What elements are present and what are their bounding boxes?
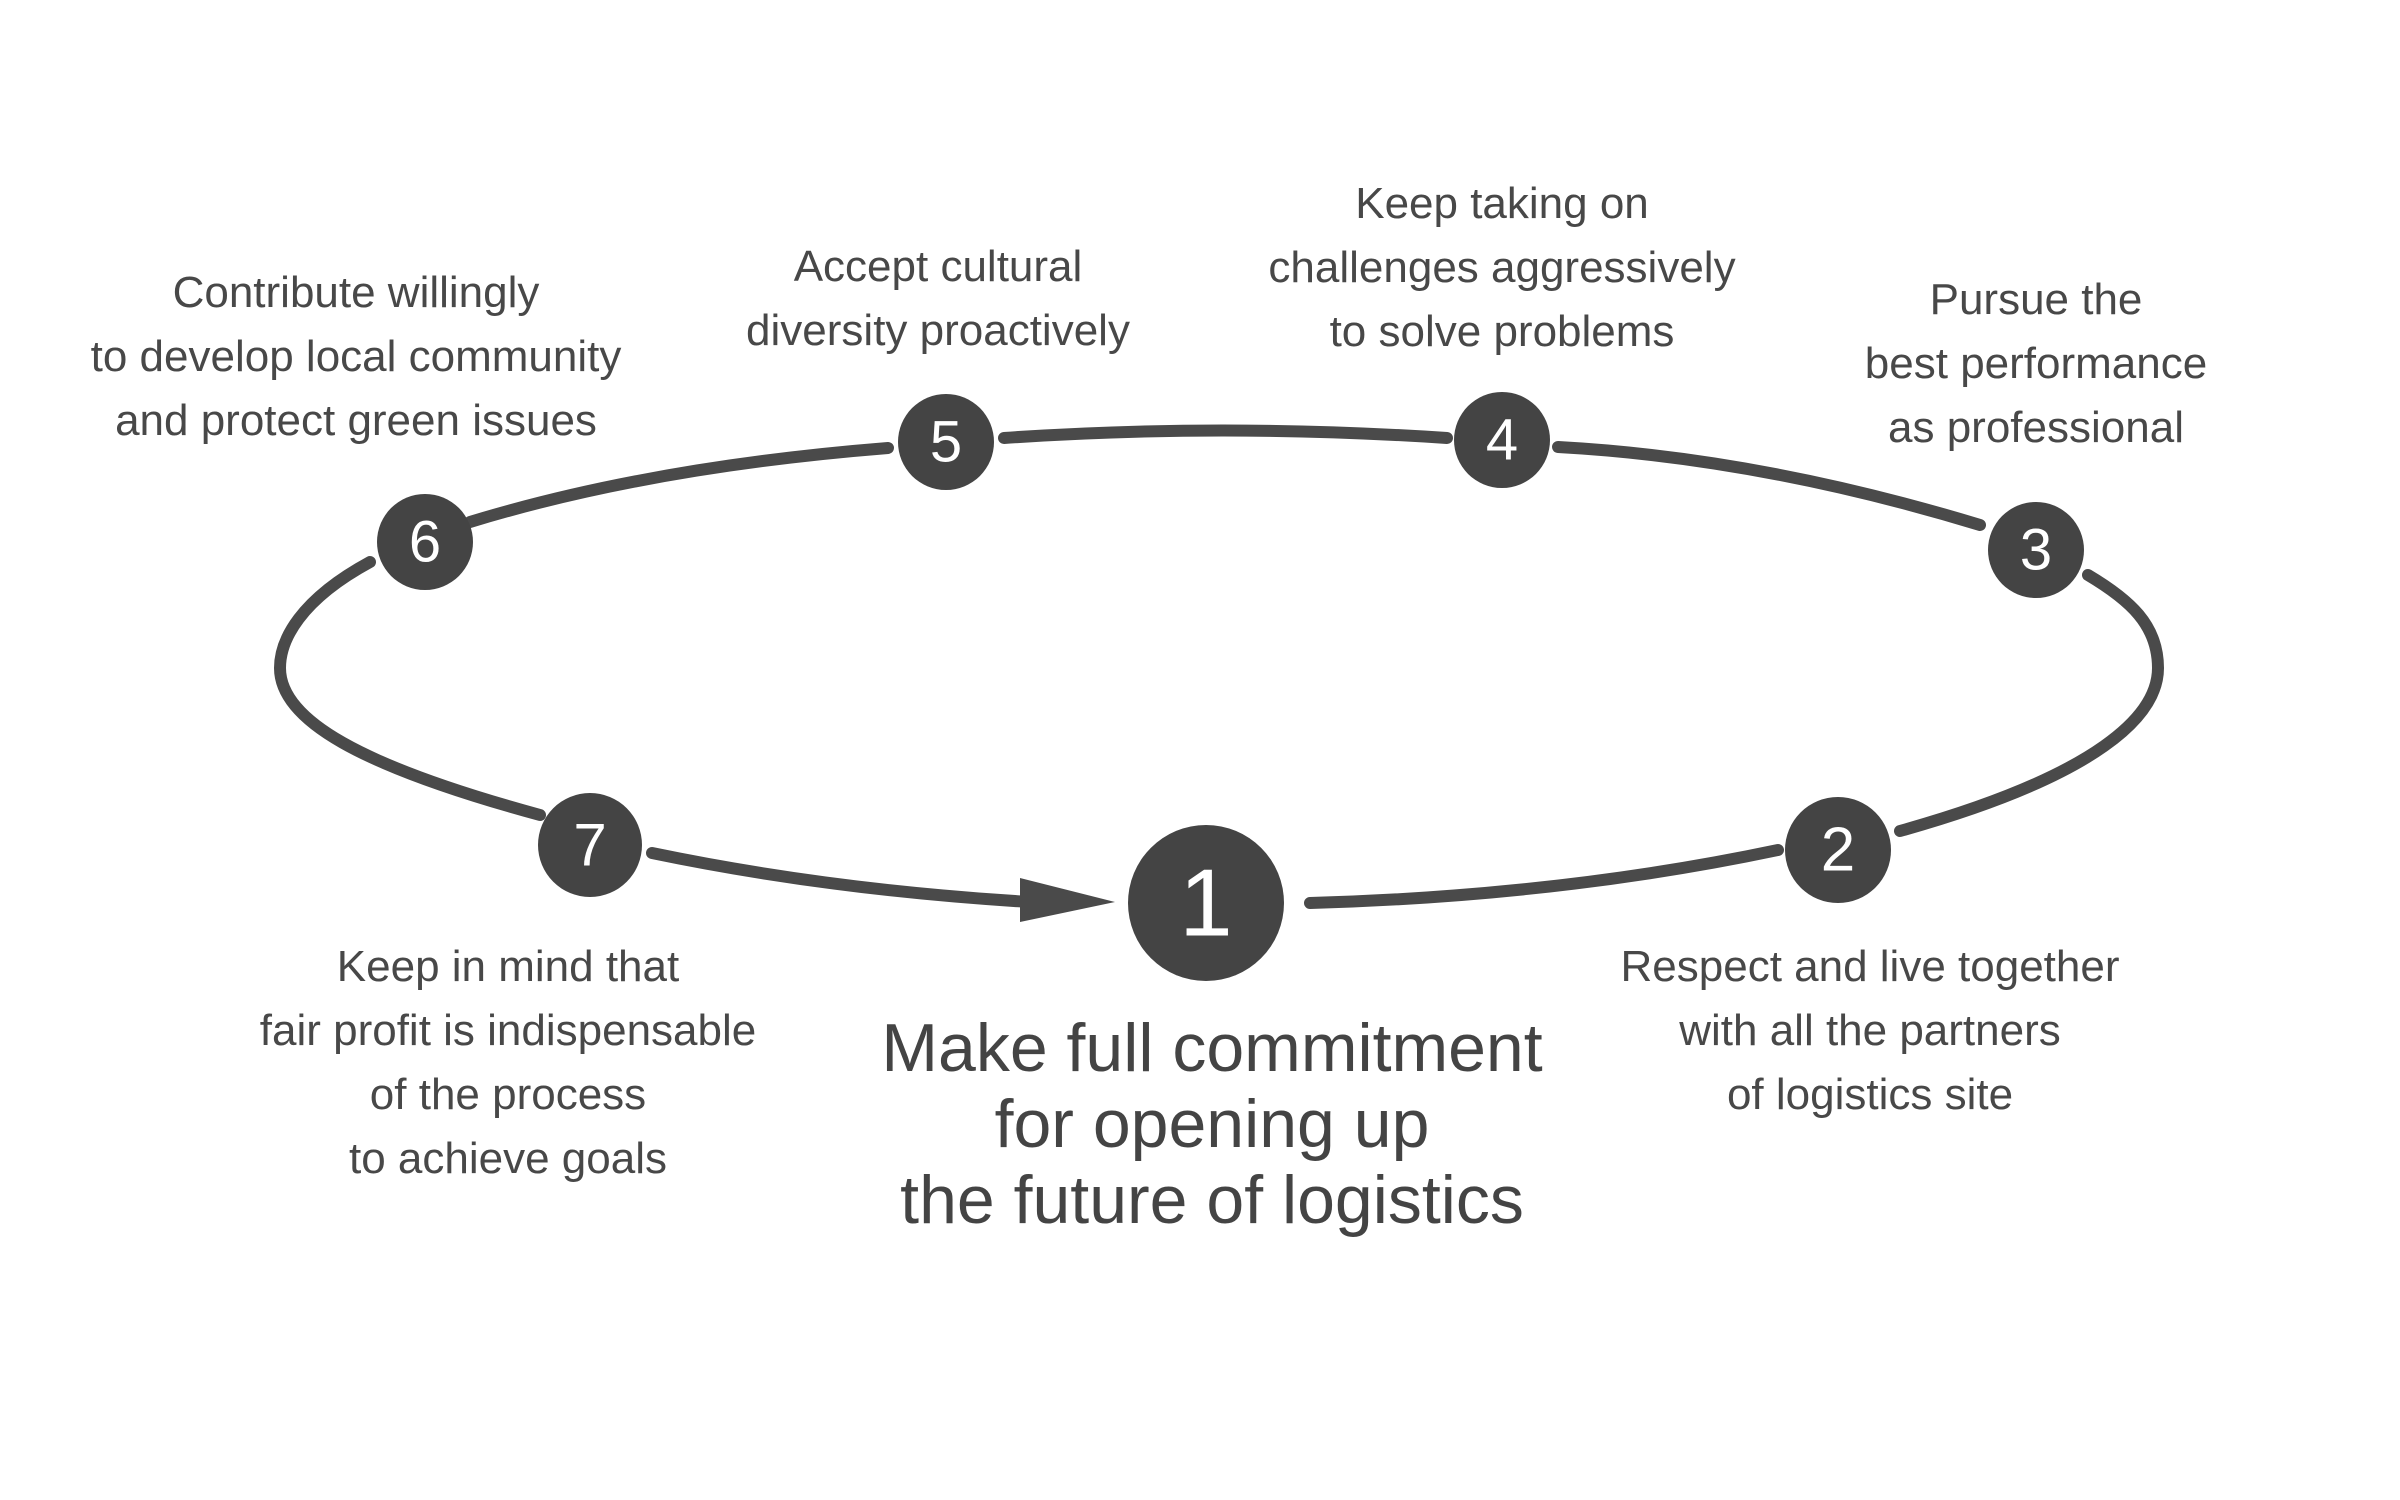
step-label-line: best performance <box>1864 339 2208 388</box>
step-node-circle <box>538 793 642 897</box>
step-node-circle <box>1454 392 1550 488</box>
step-label-6: Contribute willingly to develop local com… <box>91 261 622 453</box>
step-label-line: Accept cultural <box>793 242 1083 291</box>
step-label-line: for opening up <box>994 1086 1430 1162</box>
step-label-line: Respect and live together <box>1620 942 2120 991</box>
step-node-circle <box>1988 502 2084 598</box>
step-label-line: diversity proactively <box>746 306 1130 355</box>
step-label-line: the future of logistics <box>900 1162 1524 1238</box>
step-label-4: Keep taking on challenges aggressively to … <box>1268 172 1735 364</box>
step-label-line: to develop local community <box>90 332 622 381</box>
step-label-line: with all the partners <box>1679 1006 2061 1055</box>
step-label-2: Respect and live together with all the pa… <box>1621 935 2120 1127</box>
step-label-7: Keep in mind that fair profit is indispen… <box>260 935 756 1191</box>
step-node-number: 2 <box>1821 816 1855 885</box>
step-node-circle <box>1128 825 1284 981</box>
step-node-number: 7 <box>573 812 606 879</box>
ring-segment-7-1 <box>646 847 1036 908</box>
step-label-line: of logistics site <box>1726 1070 2014 1119</box>
step-node-5: 5 <box>898 394 994 490</box>
step-label-line: as professional <box>1888 403 2184 452</box>
ring-segment-5-6 <box>464 442 894 528</box>
step-node-circle <box>1785 797 1891 903</box>
ring-segment-3-4 <box>1552 441 1986 531</box>
step-label-3: Pursue the best performance as professiona… <box>1865 268 2207 460</box>
step-label-line: of the process <box>369 1070 647 1119</box>
step-node-3: 3 <box>1988 502 2084 598</box>
step-node-2: 2 <box>1785 797 1891 903</box>
step-node-number: 1 <box>1179 850 1232 957</box>
step-nodes: 1 2 3 4 5 6 7 <box>377 392 2084 981</box>
step-label-line: Make full commitment <box>881 1010 1543 1086</box>
step-label-line: and protect green issues <box>115 396 597 445</box>
cycle-ring <box>273 424 2165 909</box>
ring-segment-4-5 <box>998 424 1453 444</box>
step-label-line: to achieve goals <box>348 1134 667 1183</box>
step-node-6: 6 <box>377 494 473 590</box>
ring-segment-6-7 <box>273 556 546 821</box>
step-node-4: 4 <box>1454 392 1550 488</box>
step-node-number: 4 <box>1486 408 1518 473</box>
step-node-circle <box>898 394 994 490</box>
step-label-line: challenges aggressively <box>1268 243 1736 292</box>
step-node-number: 5 <box>930 410 962 475</box>
step-node-circle <box>377 494 473 590</box>
step-node-1: 1 <box>1128 825 1284 981</box>
ring-segment-1-2 <box>1304 844 1784 909</box>
step-label-5: Accept cultural diversity proactively <box>746 235 1130 363</box>
step-label-line: Keep taking on <box>1355 179 1649 228</box>
step-label-line: to solve problems <box>1329 307 1675 356</box>
step-node-7: 7 <box>538 793 642 897</box>
arrow-head-icon <box>1020 878 1115 922</box>
step-label-line: fair profit is indispensable <box>259 1006 757 1055</box>
step-label-line: Contribute willingly <box>172 268 540 317</box>
step-label-line: Pursue the <box>1929 275 2143 324</box>
step-node-number: 3 <box>2020 518 2052 583</box>
ring-segment-2-3 <box>1894 569 2165 837</box>
step-label-line: Keep in mind that <box>336 942 680 991</box>
step-node-number: 6 <box>409 510 441 575</box>
